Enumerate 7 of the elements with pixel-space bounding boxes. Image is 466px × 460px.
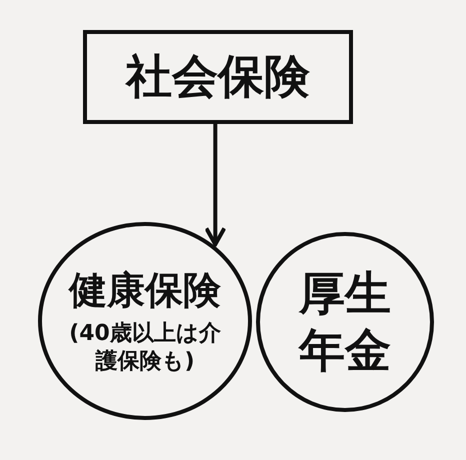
- heading-text: 厚生年金: [297, 264, 392, 379]
- arrow: [204, 124, 226, 246]
- circle-node: [38, 222, 252, 420]
- label-box: 社会保険: [83, 30, 353, 124]
- circle-node: [256, 232, 434, 412]
- note-text: (40歳以上は介護保険も): [68, 320, 222, 376]
- heading-text: 健康保険: [69, 266, 221, 314]
